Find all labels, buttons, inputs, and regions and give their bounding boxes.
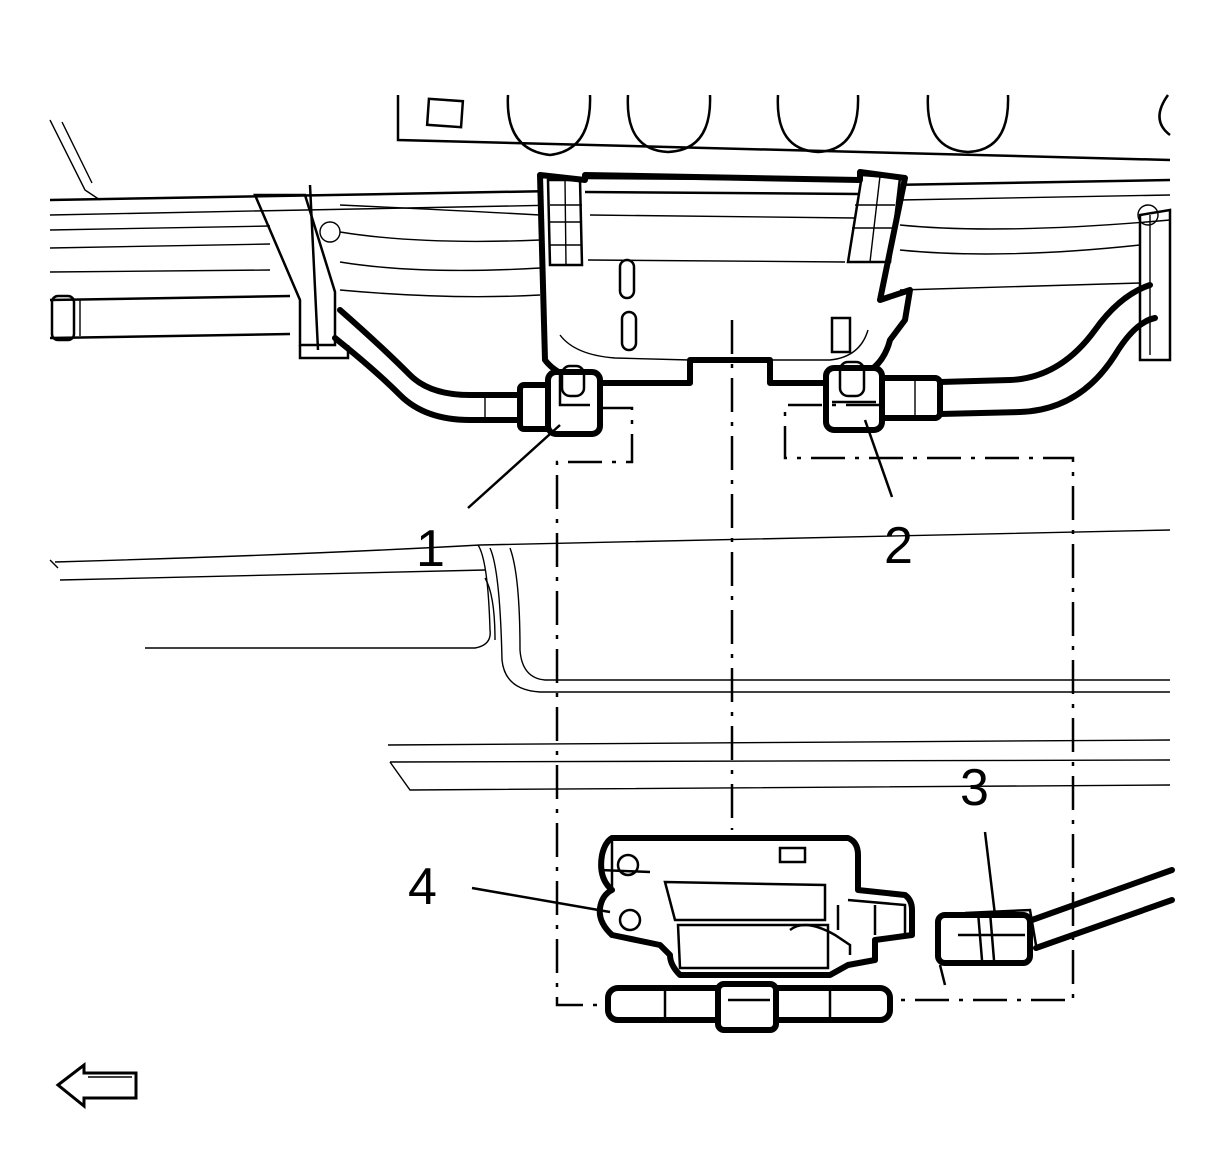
- right-vapor-line: [877, 282, 1158, 421]
- callout-2: 2: [884, 517, 913, 575]
- installed-connector-left: [545, 364, 603, 437]
- mounting-bracket: [537, 169, 913, 386]
- exploded-leader-right: [783, 403, 1075, 1002]
- body-panel-lines: [49, 529, 1171, 791]
- left-vapor-line: [49, 294, 553, 432]
- callout-leaders: [467, 419, 997, 916]
- front-arrow-left-icon: [55, 1061, 138, 1110]
- electrical-connector: [935, 867, 1175, 986]
- callout-3: 3: [960, 759, 989, 817]
- callout-4: 4: [408, 858, 437, 916]
- exploded-leader-left: [555, 406, 634, 1007]
- installed-connector-right: [823, 360, 885, 433]
- canister-vent-solenoid: [596, 835, 915, 978]
- callout-1: 1: [416, 520, 445, 578]
- solenoid-hose-fitting: [605, 981, 893, 1033]
